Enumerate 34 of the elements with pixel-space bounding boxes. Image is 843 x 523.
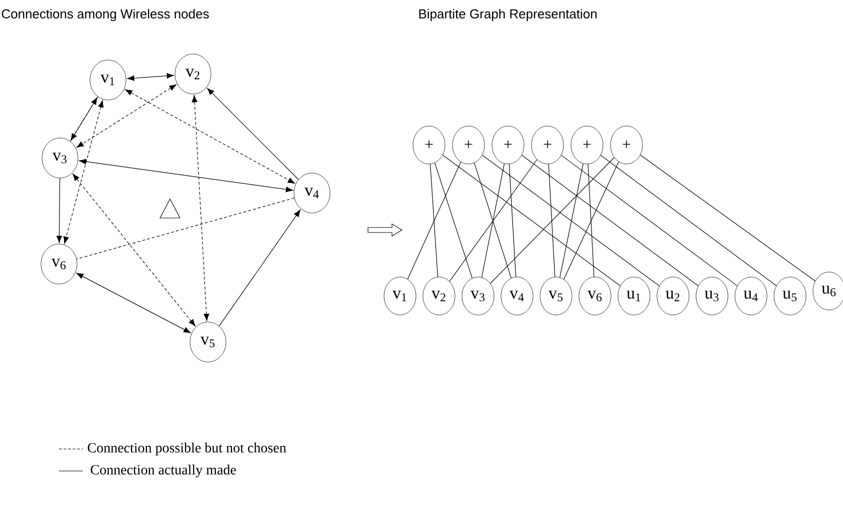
connector [127,73,174,81]
connector [407,162,462,280]
connector [434,162,472,278]
connector [564,162,619,280]
connector [76,198,295,260]
legend-item: Connection actually made [58,464,236,478]
connector [588,164,594,278]
connector [640,154,816,282]
connector [430,164,438,278]
connector [207,88,299,180]
legend-item: Connection possible but not chosen [58,442,286,456]
connector [490,157,614,284]
connector [474,162,512,278]
connector [442,154,621,286]
connector [600,154,777,286]
connector [449,159,538,282]
connector [76,272,191,334]
connector [72,174,196,326]
heading: Connections among Wireless nodes [2,8,209,22]
connector [56,178,62,243]
connector [76,84,176,148]
connector [560,154,738,286]
connector [481,163,505,278]
connector [548,164,556,278]
connector [125,89,295,184]
connector [482,154,660,286]
connector [78,158,294,192]
connector [508,164,516,278]
connector [218,210,300,326]
connector [192,95,210,321]
connector [521,154,699,286]
connector [560,163,584,278]
connector [63,100,104,244]
heading: Bipartite Graph Representation [419,8,597,22]
